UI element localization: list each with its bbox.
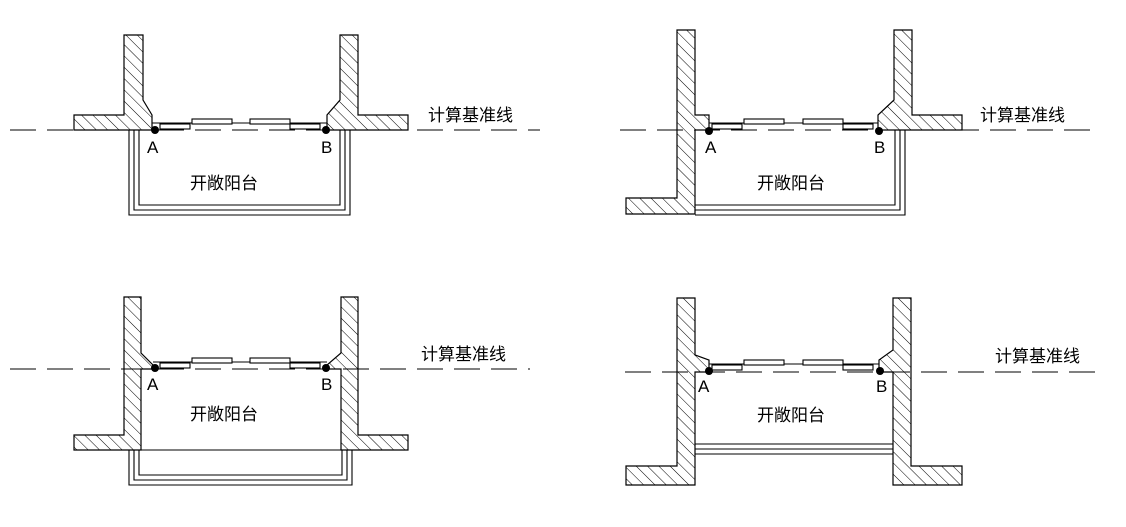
point-b-label: B bbox=[876, 377, 887, 396]
point-b-marker bbox=[322, 126, 330, 134]
panel-bottom-left: 计算基准线 A B 开敞阳台 bbox=[10, 296, 530, 486]
point-a-label: A bbox=[147, 375, 159, 394]
point-a-label: A bbox=[698, 377, 710, 396]
point-b-marker bbox=[876, 367, 884, 375]
open-balcony-label: 开敞阳台 bbox=[190, 174, 258, 194]
panel-top-left: 计算基准线 A B 开敞阳台 bbox=[10, 34, 540, 216]
balcony-railing bbox=[695, 130, 906, 216]
sliding-door bbox=[152, 118, 327, 130]
balcony-railing bbox=[128, 449, 353, 486]
left-wall bbox=[73, 34, 153, 131]
point-a-marker bbox=[705, 127, 713, 135]
sliding-door bbox=[709, 359, 879, 371]
point-a-marker bbox=[705, 367, 713, 375]
open-balcony-label: 开敞阳台 bbox=[190, 405, 258, 425]
baseline-label: 计算基准线 bbox=[980, 106, 1065, 126]
right-wall bbox=[326, 296, 409, 451]
right-wall bbox=[877, 29, 963, 131]
open-balcony-label: 开敞阳台 bbox=[757, 174, 825, 194]
right-wall bbox=[878, 297, 963, 486]
baseline-label: 计算基准线 bbox=[428, 106, 513, 126]
point-b-label: B bbox=[874, 138, 885, 157]
sliding-door bbox=[709, 118, 878, 130]
point-a-label: A bbox=[705, 138, 717, 157]
point-b-label: B bbox=[321, 138, 332, 157]
balcony-railing bbox=[695, 443, 893, 455]
point-a-marker bbox=[151, 364, 159, 372]
point-b-marker bbox=[322, 364, 330, 372]
sliding-door bbox=[153, 357, 327, 369]
panel-bottom-right: 计算基准线 A B 开敞阳台 bbox=[625, 297, 1105, 486]
point-b-label: B bbox=[321, 375, 332, 394]
point-a-label: A bbox=[147, 138, 159, 157]
left-wall bbox=[625, 29, 710, 215]
point-a-marker bbox=[151, 126, 159, 134]
open-balcony-label: 开敞阳台 bbox=[757, 406, 825, 426]
baseline-label: 计算基准线 bbox=[995, 347, 1080, 367]
right-wall bbox=[326, 34, 409, 131]
left-wall bbox=[73, 296, 154, 451]
left-wall bbox=[625, 297, 710, 486]
point-b-marker bbox=[875, 127, 883, 135]
panel-top-right: 计算基准线 A B 开敞阳台 bbox=[620, 29, 1095, 216]
baseline-label: 计算基准线 bbox=[421, 345, 506, 365]
balcony-railing bbox=[128, 130, 351, 216]
